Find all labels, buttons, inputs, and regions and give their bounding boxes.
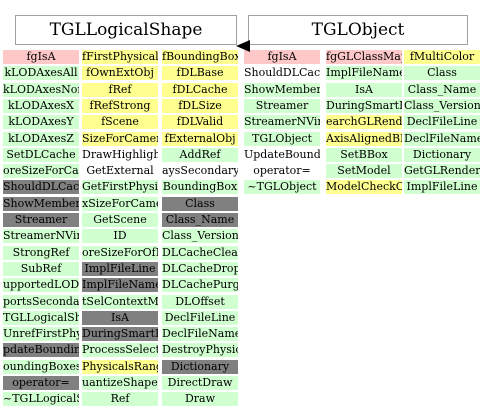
member-cell: Class_Version: [162, 229, 238, 243]
member-cell: GetGLRenderer: [404, 164, 480, 178]
member-cell: ProcessSelection: [82, 343, 158, 357]
member-cell: ShowMembers: [3, 197, 79, 211]
member-cell: ShowMembers: [244, 83, 320, 97]
member-cell: ShouldDLCache: [244, 66, 320, 79]
member-cell: SizeForCameraExte: [82, 132, 158, 146]
member-cell: DestroyPhysicals: [162, 343, 238, 357]
member-cell: GetExternal: [86, 164, 154, 177]
member-cell: DuringSmartRefresh: [82, 327, 158, 341]
member-cell: operator=: [253, 164, 311, 177]
member-cell: Streamer: [244, 99, 320, 113]
member-cell: Dictionary: [404, 148, 480, 162]
member-cell: Class: [404, 66, 480, 80]
member-cell: DrawHighlight: [82, 148, 158, 161]
member-cell: DLOffset: [162, 295, 238, 309]
member-cell: GetFirstPhysical: [82, 180, 158, 194]
member-cell: PhysicalsRange: [82, 360, 158, 374]
member-cell: IsA: [82, 311, 158, 325]
member-cell: DeclFileLine: [404, 115, 480, 129]
member-cell: ~TGLLogicalShape: [3, 392, 79, 406]
member-cell: Ref: [82, 392, 158, 406]
member-cell: uantizeShapeLOD: [82, 376, 158, 390]
member-cell: Draw: [162, 392, 238, 406]
member-cell: SetDLCache: [3, 148, 79, 162]
member-cell: IsA: [326, 83, 402, 97]
member-cell: kLODAxesNone: [3, 83, 79, 97]
member-cell: xSizeForCameraInt: [82, 197, 158, 211]
member-cell: fOwnExtObj: [82, 66, 158, 80]
class-title-tglobject: TGLObject: [248, 15, 468, 45]
member-cell: DuringSmartRefresh: [326, 99, 402, 113]
member-cell: UnrefFirstPhysical: [3, 327, 79, 341]
member-cell: fDLBase: [162, 66, 238, 80]
member-cell: fgIsA: [3, 50, 79, 64]
member-cell: DLCacheClear: [162, 246, 238, 260]
member-cell: ImplFileLine: [404, 180, 480, 194]
member-cell: operator=: [3, 376, 79, 390]
member-cell: aysSecondarySelect: [162, 164, 238, 177]
member-cell: DirectDraw: [162, 376, 238, 390]
member-cell: Class: [162, 197, 238, 211]
member-cell: ImplFileName: [82, 278, 158, 292]
member-cell: ShouldDLCache: [3, 180, 79, 194]
member-cell: kLODAxesZ: [3, 132, 79, 146]
member-cell: oreSizeForOfInterest: [82, 246, 158, 260]
class-title-tgllogicalshape: TGLLogicalShape: [15, 15, 237, 45]
member-cell: fRef: [82, 83, 158, 97]
member-cell: portsSecondarySele: [3, 295, 79, 309]
member-cell: tSelContextMenu: [82, 295, 158, 309]
member-cell: fDLCache: [162, 83, 238, 97]
member-cell: AxisAlignedBBox: [326, 132, 402, 146]
member-cell: DeclFileLine: [162, 311, 238, 325]
member-cell: AddRef: [162, 148, 238, 162]
member-cell: UpdateBoundingBox: [244, 148, 320, 161]
member-cell: Class_Version: [404, 99, 480, 113]
member-cell: fExternalObj: [162, 132, 238, 146]
member-cell: fDLValid: [162, 115, 238, 129]
member-cell: StreamerNVirtual: [244, 115, 320, 129]
member-cell: SetModel: [326, 164, 402, 178]
member-cell: BoundingBox: [162, 180, 238, 194]
member-cell: DLCacheDrop: [162, 262, 238, 276]
member-cell: pdateBoundingBox: [3, 343, 79, 357]
member-cell: StreamerNVirtual: [3, 229, 79, 243]
member-cell: ImplFileLine: [82, 262, 158, 276]
member-cell: Streamer: [3, 213, 79, 227]
member-cell: fDLSize: [162, 99, 238, 113]
member-cell: oundingBoxesOfPhy: [3, 360, 79, 374]
member-cell: SubRef: [3, 262, 79, 276]
member-cell: kLODAxesX: [3, 99, 79, 113]
member-cell: fScene: [82, 115, 158, 129]
member-cell: ~TGLObject: [244, 180, 320, 194]
member-cell: fRefStrong: [82, 99, 158, 113]
member-cell: TGLLogicalShape: [3, 311, 79, 325]
member-cell: earchGLRenderer: [326, 115, 402, 129]
member-cell: ImplFileName: [326, 66, 402, 80]
member-cell: DeclFileName: [404, 132, 480, 146]
member-cell: DLCachePurge: [162, 278, 238, 292]
member-cell: oreSizeForCamera: [3, 164, 79, 178]
member-cell: fFirstPhysical: [82, 50, 158, 64]
member-cell: DeclFileName: [162, 327, 238, 341]
member-cell: Class_Name: [162, 213, 238, 227]
member-cell: upportedLODAxes: [3, 278, 79, 292]
member-cell: GetScene: [82, 213, 158, 227]
member-cell: Dictionary: [162, 360, 238, 374]
member-cell: ModelCheckClass: [326, 180, 402, 194]
member-cell: Class_Name: [404, 83, 480, 97]
member-cell: fgIsA: [244, 50, 320, 64]
member-cell: StrongRef: [3, 246, 79, 260]
member-cell: fgGLClassMap: [326, 50, 402, 64]
member-cell: ID: [82, 229, 158, 243]
member-cell: SetBBox: [326, 148, 402, 162]
member-cell: kLODAxesY: [3, 115, 79, 129]
member-cell: fMultiColor: [404, 50, 480, 64]
member-cell: TGLObject: [244, 132, 320, 146]
member-cell: fBoundingBox: [162, 50, 238, 64]
member-cell: kLODAxesAll: [3, 66, 79, 80]
